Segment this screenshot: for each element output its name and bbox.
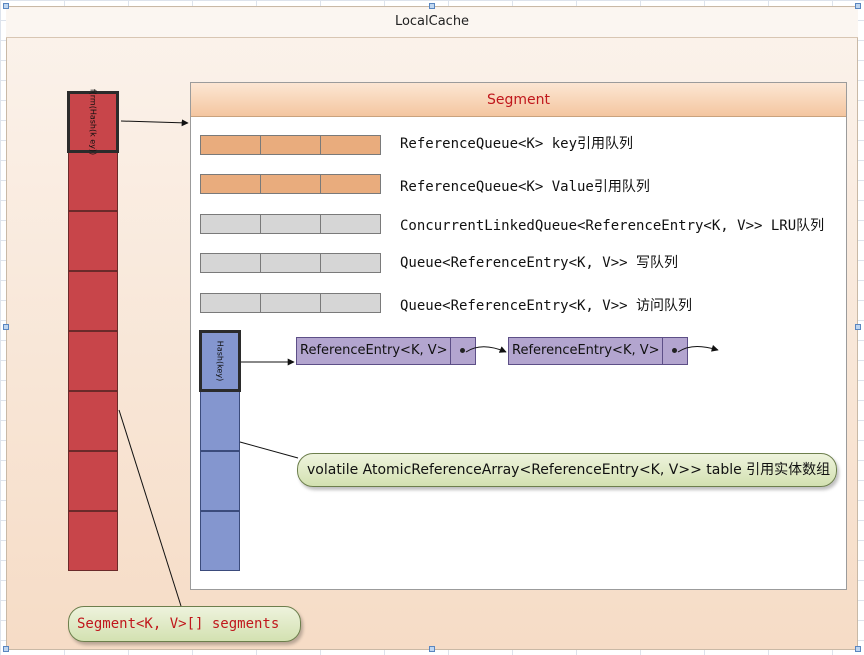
- segments-array-cell: [68, 391, 118, 451]
- segment-title: Segment: [191, 83, 846, 117]
- reference-entry-label: ReferenceEntry<K, V>: [509, 338, 663, 364]
- access-queue-bar: [200, 293, 381, 313]
- segments-array-head-cell: f(rm(Hash(k ey)): [67, 88, 119, 156]
- segments-array: f(rm(Hash(k ey)): [67, 88, 120, 572]
- table-array-cell: [200, 511, 240, 571]
- key-reference-queue-label: ReferenceQueue<K> key引用队列: [400, 136, 634, 152]
- table-head-label: Hash(key): [215, 340, 225, 382]
- resize-handle[interactable]: [855, 3, 861, 9]
- resize-handle[interactable]: [3, 646, 9, 652]
- table-array-head-cell: Hash(key): [199, 330, 241, 392]
- resize-handle[interactable]: [429, 646, 435, 652]
- segments-array-cell: [68, 511, 118, 571]
- next-pointer: [451, 338, 475, 364]
- lru-queue-bar: [200, 214, 381, 234]
- resize-handle[interactable]: [429, 3, 435, 9]
- table-array: Hash(key): [199, 330, 241, 572]
- reference-entry-label: ReferenceEntry<K, V>: [297, 338, 451, 364]
- segments-head-label: f(rm(Hash(k ey)): [88, 88, 98, 156]
- resize-handle[interactable]: [3, 324, 9, 330]
- segments-callout: Segment<K, V>[] segments: [68, 606, 301, 642]
- reference-entry-node: ReferenceEntry<K, V>: [296, 337, 476, 365]
- access-queue-label: Queue<ReferenceEntry<K, V>> 访问队列: [400, 298, 693, 314]
- table-callout: volatile AtomicReferenceArray<ReferenceE…: [297, 453, 837, 487]
- segments-array-cell: [68, 271, 118, 331]
- next-pointer: [663, 338, 687, 364]
- write-queue-bar: [200, 253, 381, 273]
- table-array-cell: [200, 451, 240, 511]
- resize-handle[interactable]: [855, 324, 861, 330]
- resize-handle[interactable]: [3, 3, 9, 9]
- segments-array-cell: [68, 331, 118, 391]
- write-queue-label: Queue<ReferenceEntry<K, V>> 写队列: [400, 255, 679, 271]
- localcache-title: LocalCache: [6, 8, 858, 38]
- value-reference-queue-label: ReferenceQueue<K> Value引用队列: [400, 179, 650, 195]
- reference-entry-node: ReferenceEntry<K, V>: [508, 337, 688, 365]
- segments-array-cell: [68, 451, 118, 511]
- lru-queue-label: ConcurrentLinkedQueue<ReferenceEntry<K, …: [400, 218, 825, 234]
- segments-array-cell: [68, 151, 118, 211]
- segment-container: [190, 82, 847, 590]
- resize-handle[interactable]: [855, 646, 861, 652]
- table-array-cell: [200, 391, 240, 451]
- key-reference-queue-bar: [200, 135, 381, 155]
- segments-array-cell: [68, 211, 118, 271]
- value-reference-queue-bar: [200, 174, 381, 194]
